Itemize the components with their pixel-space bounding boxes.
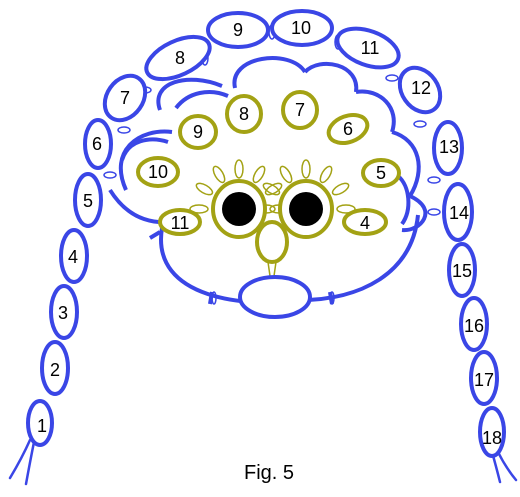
- label-15: 15: [452, 261, 472, 281]
- eye-petal-1-3: [211, 165, 227, 185]
- eye-right-pupil: [289, 192, 323, 226]
- nose-ring: [257, 222, 287, 262]
- eye-petal-1-5: [251, 165, 267, 185]
- label-8: 8: [175, 48, 185, 68]
- label-13: 13: [439, 137, 459, 157]
- label-18: 18: [482, 428, 502, 448]
- eye-petal-1-1: [190, 205, 208, 213]
- label-6: 6: [92, 134, 102, 154]
- label-12: 12: [411, 78, 431, 98]
- eye-petal-2-5: [318, 165, 334, 185]
- nose-thread: [268, 262, 276, 276]
- face-features: [213, 181, 332, 317]
- eye-petal-2-4: [302, 160, 310, 178]
- inner-label-8: 8: [239, 104, 249, 124]
- eye-petal-2-7: [337, 205, 355, 213]
- inner-label-5: 5: [376, 163, 386, 183]
- label-9: 9: [233, 20, 243, 40]
- inner-label-7: 7: [295, 100, 305, 120]
- eye-petal-1-4: [235, 160, 243, 178]
- label-11: 11: [361, 38, 380, 58]
- inner-label-9: 9: [193, 122, 203, 142]
- inner-label-10: 10: [148, 162, 168, 182]
- inner-label-4: 4: [360, 213, 370, 233]
- label-4: 4: [68, 247, 78, 267]
- eye-left-pupil: [222, 192, 256, 226]
- figure-caption: Fig. 5: [244, 462, 294, 484]
- label-14: 14: [449, 203, 469, 223]
- label-5: 5: [83, 191, 93, 211]
- eye-petal-1-2: [195, 181, 215, 197]
- eye-petal-2-3: [278, 165, 294, 185]
- label-17: 17: [474, 370, 494, 390]
- label-7: 7: [120, 88, 130, 108]
- label-16: 16: [464, 316, 484, 336]
- label-10: 10: [291, 18, 311, 38]
- label-2: 2: [50, 360, 60, 380]
- label-1: 1: [37, 416, 47, 436]
- label-3: 3: [58, 303, 68, 323]
- eye-petal-2-6: [331, 181, 351, 197]
- inner-label-11: 11: [171, 213, 190, 233]
- mouth-ring: [240, 277, 310, 317]
- inner-label-6: 6: [343, 119, 353, 139]
